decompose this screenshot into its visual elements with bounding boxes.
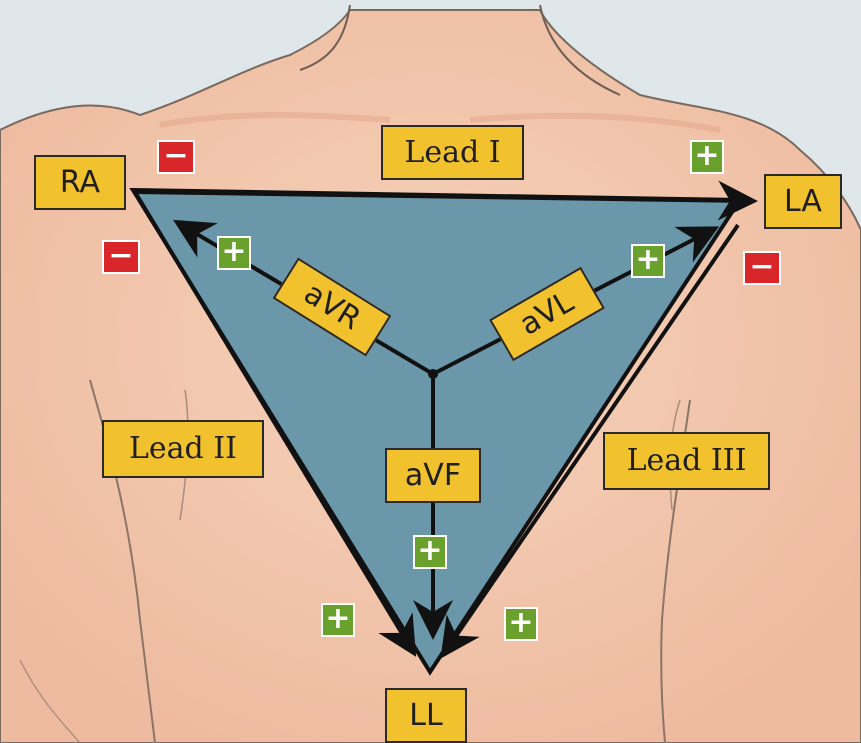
avf-label: aVF bbox=[385, 448, 481, 503]
lead-iii-label: Lead III bbox=[603, 432, 770, 490]
minus-sign-ra-lead-i: − bbox=[157, 140, 195, 174]
lead-ii-label: Lead II bbox=[102, 420, 264, 478]
plus-sign-avr: + bbox=[217, 236, 251, 270]
center-point bbox=[428, 369, 438, 379]
electrode-la-label: LA bbox=[764, 174, 842, 229]
minus-sign-ra-lead-ii: − bbox=[102, 240, 140, 274]
plus-sign-avf: + bbox=[413, 535, 447, 569]
lead-i-label: Lead I bbox=[381, 125, 524, 180]
plus-sign-ll-lead-ii: + bbox=[321, 603, 355, 637]
electrode-ll-label: LL bbox=[385, 688, 467, 743]
plus-sign-la-lead-i: + bbox=[690, 140, 724, 174]
electrode-ra-label: RA bbox=[34, 155, 126, 210]
plus-sign-ll-lead-iii: + bbox=[504, 607, 538, 641]
minus-sign-la-lead-iii: − bbox=[743, 251, 781, 285]
plus-sign-avl: + bbox=[631, 244, 665, 278]
